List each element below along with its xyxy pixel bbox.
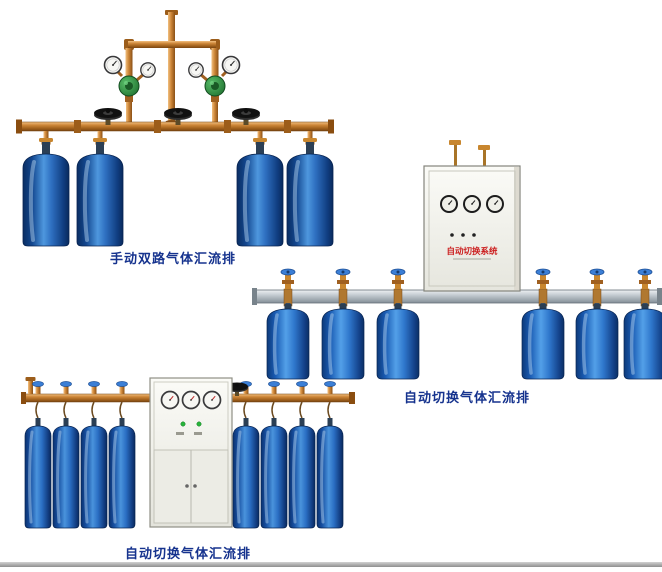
cylinder-valve bbox=[324, 381, 336, 395]
gas-cylinder bbox=[622, 302, 662, 381]
auto-switch-manifold-illustration: 自动切换系统 bbox=[252, 140, 662, 381]
cylinder-valve bbox=[116, 381, 128, 395]
gas-cylinder bbox=[265, 302, 311, 381]
cabinet-subtitle-line bbox=[453, 258, 491, 260]
gas-cylinder bbox=[231, 424, 261, 530]
indicator-light bbox=[180, 421, 186, 427]
gas-cylinder bbox=[21, 136, 71, 248]
cylinder-valve bbox=[268, 381, 280, 395]
gas-cylinder bbox=[75, 136, 125, 248]
door-knob bbox=[185, 484, 189, 488]
gas-cylinder bbox=[107, 424, 137, 530]
manifold-pipework bbox=[124, 10, 220, 124]
cylinder-valve bbox=[88, 381, 100, 395]
switch-button bbox=[194, 432, 202, 435]
cabinet-gauge bbox=[160, 390, 180, 410]
product3-caption: 自动切换气体汇流排 bbox=[124, 547, 251, 562]
product2-caption: 自动切换气体汇流排 bbox=[404, 391, 531, 406]
gas-cylinder bbox=[375, 302, 421, 381]
product1-caption: 手动双路气体汇流排 bbox=[109, 252, 236, 267]
cylinder-valve bbox=[32, 381, 44, 395]
cabinet-gauge bbox=[439, 194, 459, 214]
gas-cylinder bbox=[259, 424, 289, 530]
cabinet-inlet-pipes bbox=[449, 140, 490, 168]
cabinet-label: 自动切换系统 bbox=[446, 246, 498, 257]
gas-cylinder bbox=[315, 424, 345, 530]
switch-cabinet bbox=[149, 377, 233, 528]
cylinder-valve bbox=[60, 381, 72, 395]
regulator-station-left bbox=[103, 55, 156, 103]
bottom-divider bbox=[0, 562, 662, 567]
control-cabinet: 自动切换系统 bbox=[423, 165, 521, 292]
indicator-light bbox=[461, 233, 465, 237]
gas-cylinder bbox=[287, 424, 317, 530]
pressure-gauge bbox=[140, 62, 156, 78]
cabinet-gauge bbox=[202, 390, 222, 410]
indicator-light bbox=[472, 233, 476, 237]
pressure-gauge bbox=[221, 55, 241, 75]
cylinder-necks bbox=[35, 418, 333, 426]
gas-cylinder bbox=[574, 302, 620, 381]
cabinet-gauge bbox=[181, 390, 201, 410]
door-knob bbox=[193, 484, 197, 488]
auto-switch-manifold-cabinet-illustration bbox=[21, 377, 355, 530]
switch-button bbox=[176, 432, 184, 435]
gas-cylinder bbox=[79, 424, 109, 530]
gas-cylinder bbox=[320, 302, 366, 381]
cabinet-gauge bbox=[485, 194, 505, 214]
manifold-header-pipe bbox=[16, 119, 334, 134]
pressure-regulator bbox=[118, 75, 140, 103]
pressure-gauge bbox=[188, 62, 204, 78]
pressure-regulator bbox=[204, 75, 226, 103]
gas-cylinder bbox=[51, 424, 81, 530]
gas-cylinder bbox=[520, 302, 566, 381]
cylinder-hoses bbox=[35, 401, 331, 419]
indicator-light bbox=[450, 233, 454, 237]
gas-cylinder bbox=[23, 424, 53, 530]
cylinder-valve bbox=[296, 381, 308, 395]
indicator-light bbox=[196, 421, 202, 427]
regulator-station-right bbox=[188, 55, 241, 103]
cabinet-gauge bbox=[462, 194, 482, 214]
manual-dual-manifold-illustration bbox=[16, 10, 335, 248]
pressure-gauge bbox=[103, 55, 123, 75]
